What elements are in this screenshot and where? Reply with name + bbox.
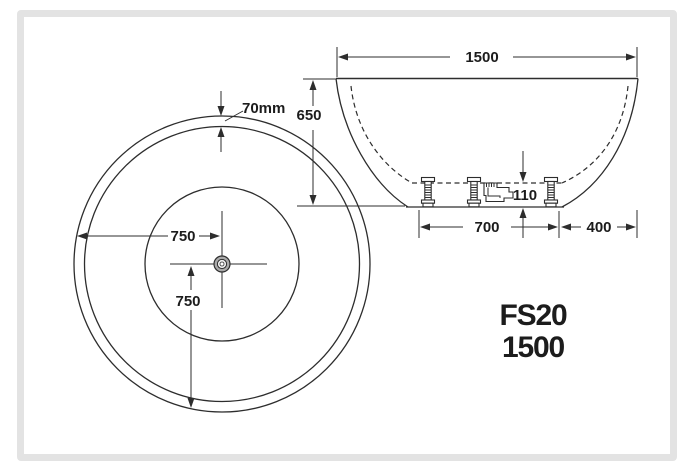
dim-overall-width: 1500 <box>336 47 638 77</box>
dim-radius-vertical: 750 <box>175 266 201 408</box>
dim-waste-clearance: 110 <box>513 151 537 238</box>
interior-left-dashed <box>350 85 413 184</box>
adjustable-foot-icon <box>420 176 436 208</box>
elevation-view: 1500 650 110 <box>296 47 639 238</box>
waste-clearance-label: 110 <box>513 187 537 204</box>
drain-icon <box>213 255 231 273</box>
radius-horizontal-label: 750 <box>170 228 195 245</box>
model-code-label: FS20 <box>500 299 567 332</box>
radius-vertical-label: 750 <box>175 293 200 310</box>
title-block: FS20 1500 <box>500 299 569 364</box>
dim-radius-horizontal: 750 <box>77 228 220 245</box>
left-wall <box>335 78 409 208</box>
interior-right-dashed <box>561 85 629 184</box>
adjustable-foot-icon <box>466 176 482 208</box>
leader-line <box>224 110 244 122</box>
side-overhang-label: 400 <box>586 219 611 236</box>
inner-rim-circle <box>83 125 361 403</box>
base-width-label: 700 <box>474 219 499 236</box>
right-wall <box>561 78 639 208</box>
bath-floor-circle <box>144 186 300 342</box>
wall-thickness-label: 70mm <box>242 100 285 117</box>
plan-view: 70mm 750 750 <box>73 91 371 413</box>
adjustable-foot-icon <box>543 176 559 208</box>
dim-wall-thickness: 70mm <box>217 91 285 152</box>
outer-rim-circle <box>73 115 371 413</box>
dim-side-overhang: 400 <box>561 210 638 238</box>
dim-height: 650 <box>296 78 405 207</box>
model-size-label: 1500 <box>502 331 564 364</box>
overall-width-label: 1500 <box>465 49 498 66</box>
waste-trap-icon <box>483 182 514 203</box>
dim-base-width: 700 <box>418 210 560 238</box>
height-label: 650 <box>296 107 321 124</box>
